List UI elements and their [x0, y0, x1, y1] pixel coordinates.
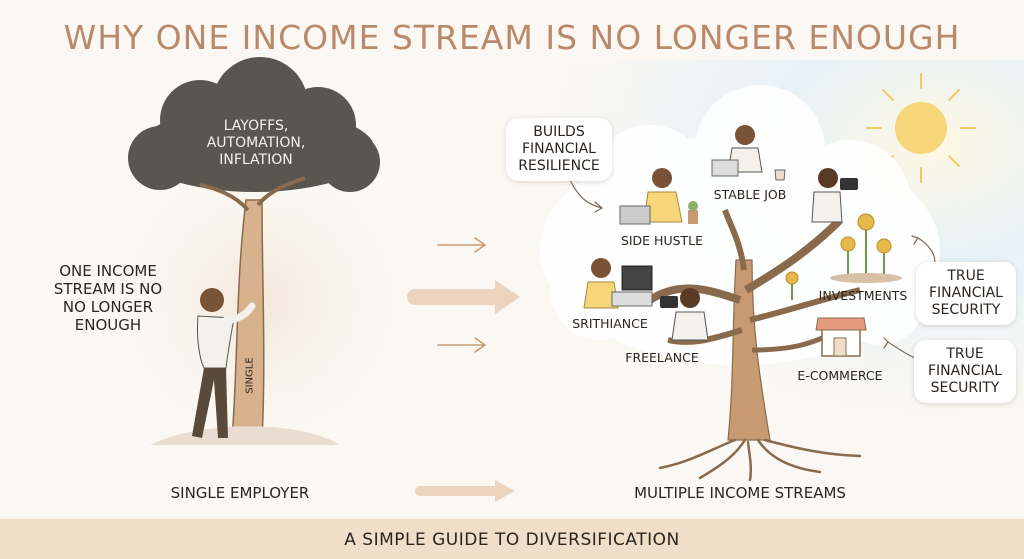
investments-plant-icon	[785, 213, 902, 300]
builds-resilience-bubble: BUILDS FINANCIAL RESILIENCE	[506, 118, 612, 181]
security1-line-1: TRUE	[947, 268, 985, 284]
freelance-person-icon	[660, 288, 709, 341]
page-title: WHY ONE INCOME STREAM IS NO LONGER ENOUG…	[63, 18, 961, 57]
security2-line-3: SECURITY	[930, 380, 1000, 396]
single-employer-caption: SINGLE EMPLOYER	[170, 484, 310, 502]
footer-bar	[0, 519, 1024, 559]
storm-cloud-icon	[128, 57, 380, 192]
true-security-bubble-1: TRUE FINANCIAL SECURITY	[916, 262, 1016, 325]
trunk-label: SINGLE	[244, 357, 256, 394]
investments-label: INVESTMENTS	[818, 288, 908, 303]
person-hugging-tree-icon	[192, 288, 256, 438]
srithiance-person-icon	[583, 258, 653, 309]
footer-text: A SIMPLE GUIDE TO DIVERSIFICATION	[344, 530, 680, 550]
multiple-streams-caption: MULTIPLE INCOME STREAMS	[634, 484, 846, 502]
side-hustle-label: SIDE HUSTLE	[620, 233, 704, 248]
cloud-line-1: LAYOFFS,	[223, 118, 289, 134]
side-text-line-2: STREAM IS NO	[53, 280, 163, 298]
ecommerce-label: E-COMMERCE	[797, 368, 883, 383]
side-text-line-4: ENOUGH	[74, 316, 142, 334]
resilience-line-1: BUILDS	[533, 124, 585, 140]
side-text-line-1: ONE INCOME	[59, 262, 157, 280]
big-tree-icon	[647, 209, 861, 441]
photographer-person-icon	[811, 168, 858, 223]
srithiance-label: SRITHIANCE	[572, 316, 648, 331]
security1-line-2: FINANCIAL	[929, 285, 1003, 301]
stable-job-person-icon	[711, 125, 786, 181]
ecommerce-shop-icon	[815, 317, 867, 357]
cloud-text: LAYOFFS, AUTOMATION, INFLATION	[186, 118, 326, 169]
bubble-pointer-arrows	[569, 179, 936, 359]
side-text-line-3: NO LONGER	[62, 298, 154, 316]
cloud-line-3: INFLATION	[219, 152, 293, 168]
security2-line-2: FINANCIAL	[928, 363, 1002, 379]
side-hustle-person-icon	[619, 168, 698, 225]
security1-line-3: SECURITY	[931, 302, 1001, 318]
freelance-label: FREELANCE	[625, 350, 699, 365]
cloud-line-2: AUTOMATION,	[206, 135, 306, 151]
transition-arrows	[407, 237, 520, 502]
true-security-bubble-2: TRUE FINANCIAL SECURITY	[914, 340, 1016, 403]
security2-line-1: TRUE	[946, 346, 984, 362]
resilience-line-3: RESILIENCE	[518, 158, 600, 174]
resilience-line-2: FINANCIAL	[522, 141, 596, 157]
stable-job-label: STABLE JOB	[713, 187, 787, 202]
one-income-stream-text: ONE INCOME STREAM IS NO NO LONGER ENOUGH	[28, 262, 188, 334]
tree-roots	[658, 438, 862, 482]
